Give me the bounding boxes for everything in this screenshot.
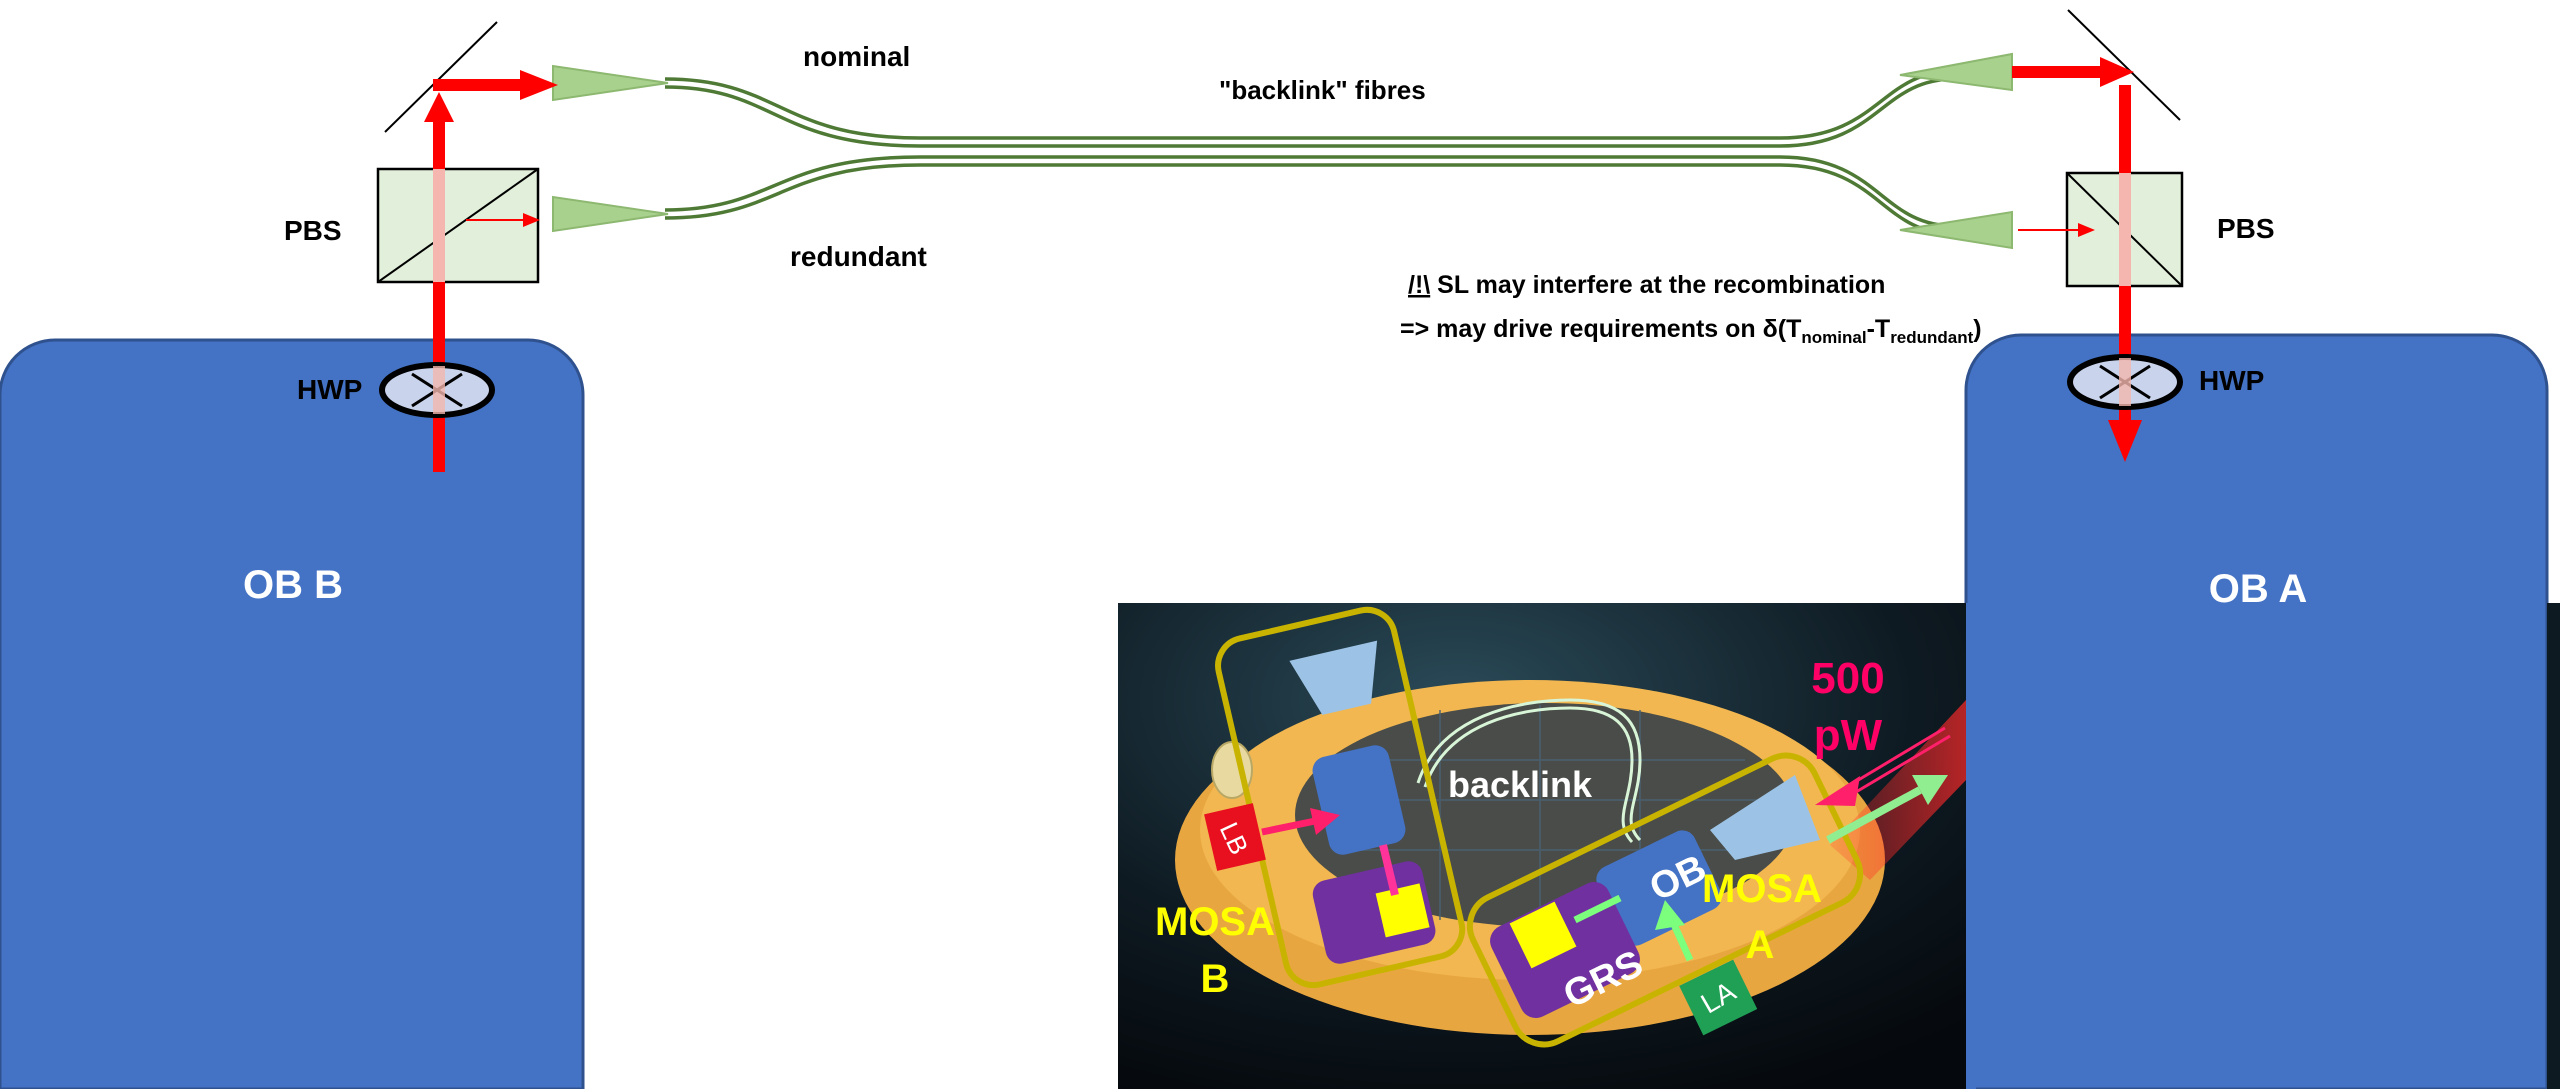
mirror-left xyxy=(384,21,498,133)
redundant-label: redundant xyxy=(790,241,927,272)
collimator-nominal-left xyxy=(552,64,669,102)
beam-left xyxy=(424,70,558,472)
ob-b-inset xyxy=(1312,745,1406,855)
right-dark-edge xyxy=(2547,603,2560,1089)
optical-bench-a xyxy=(1964,333,2549,1089)
ob-a-label: OB A xyxy=(2209,567,2308,611)
telescope-a xyxy=(1710,775,1820,860)
la-box xyxy=(1679,959,1758,1036)
hwp-left xyxy=(379,362,495,418)
mosa-b-label-line1: MOSA xyxy=(1155,900,1275,944)
la-arrow xyxy=(1655,900,1694,962)
inset-backlink-fibre xyxy=(1416,698,1642,842)
pbs-left-reflection-arrow xyxy=(466,213,540,227)
nominal-fibre xyxy=(664,69,1956,148)
beam-in-pbs-left xyxy=(433,169,445,282)
mosa-a-label-line1: MOSA xyxy=(1702,867,1822,911)
beam-right xyxy=(2012,57,2142,462)
spacecraft-inset xyxy=(1118,603,1966,1089)
collimator-redundant-left xyxy=(552,195,669,233)
nominal-label: nominal xyxy=(803,41,910,72)
power-value: 500 xyxy=(1811,654,1884,703)
optical-bench-b xyxy=(0,338,585,1089)
collimator-redundant-right xyxy=(1899,210,2013,250)
ob-b-label: OB B xyxy=(243,563,343,607)
ob-a-inset xyxy=(1596,830,1722,946)
warning-symbol: /!\ xyxy=(1408,271,1430,299)
straylight-note-line2: => may drive requirements on δ(Tnominal-… xyxy=(1400,315,1982,347)
ob-a-overlap xyxy=(1966,603,1976,1089)
mosa-a-label-line2: A xyxy=(1746,923,1775,967)
redundant-fibre xyxy=(664,155,1956,236)
grs-ob-link xyxy=(1573,894,1622,924)
power-unit: pW xyxy=(1814,711,1883,760)
backlink-fibres-label: "backlink" fibres xyxy=(1219,75,1426,105)
mirror-right xyxy=(2067,9,2181,121)
hwp-right-label: HWP xyxy=(2199,365,2264,396)
hwp-left-label: HWP xyxy=(297,374,362,405)
telescope-b xyxy=(1289,640,1378,715)
straylight-note-line1: /!\ SL may interfere at the recombinatio… xyxy=(1408,271,1885,299)
lb-arrow xyxy=(1261,808,1340,836)
pbs-right-reflection-arrow xyxy=(2018,223,2095,237)
beam-in-pbs-right xyxy=(2119,173,2131,286)
mosa-b-label-line2: B xyxy=(1201,957,1230,1001)
pbs-right-label: PBS xyxy=(2217,213,2275,244)
outgoing-beam-arrow xyxy=(1826,775,1948,844)
test-mass-b xyxy=(1375,883,1430,938)
mosa-a: LA xyxy=(1466,726,1951,1048)
lb-box xyxy=(1204,803,1266,871)
inset-backlink-label: backlink xyxy=(1448,764,1593,805)
mosa-b: LB xyxy=(1204,606,1466,989)
incoming-power-arrow xyxy=(1815,726,1951,806)
hwp-right xyxy=(2067,354,2183,410)
test-mass-a xyxy=(1509,901,1577,969)
pbs-left-diagonal xyxy=(377,168,539,283)
pbs-left-label: PBS xyxy=(284,215,342,246)
